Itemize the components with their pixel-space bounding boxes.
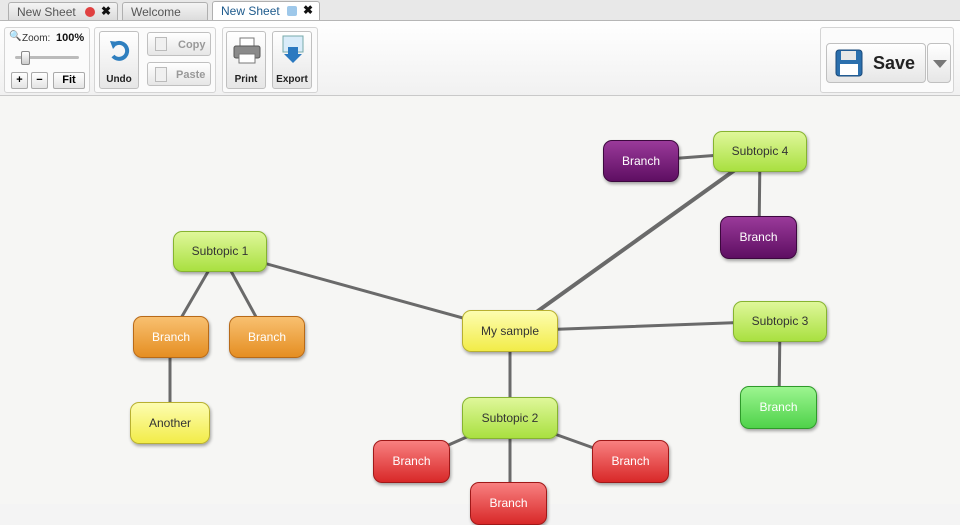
paste-button[interactable]: Paste [147, 62, 211, 86]
output-group: Print Export [222, 27, 318, 93]
tab-bar: New Sheet ✖ Welcome New Sheet ✖ [0, 0, 960, 21]
save-button[interactable]: Save [826, 43, 926, 83]
mindmap-canvas[interactable]: My sample Subtopic 1 Subtopic 2 Subtopic… [0, 96, 960, 525]
save-options-dropdown[interactable] [927, 43, 951, 83]
branch-node[interactable]: Branch [740, 386, 817, 429]
subtopic-node[interactable]: Subtopic 1 [173, 231, 267, 272]
node-label: Subtopic 3 [751, 314, 809, 328]
undo-button[interactable]: Undo [99, 31, 139, 89]
central-topic-node[interactable]: My sample [462, 310, 558, 352]
toolbar: 🔍 Zoom: 100% + − Fit Undo Copy Paste [0, 21, 960, 96]
branch-node[interactable]: Branch [373, 440, 450, 483]
undo-icon [110, 40, 130, 61]
edit-group: Undo Copy Paste [94, 27, 216, 93]
sheet-icon [287, 6, 297, 16]
printer-icon [233, 37, 261, 64]
node-label: Branch [392, 454, 431, 468]
tab-label: New Sheet [221, 4, 280, 18]
fit-button[interactable]: Fit [53, 72, 85, 89]
copy-label: Copy [178, 39, 206, 51]
node-label: Branch [611, 454, 650, 468]
floppy-disk-icon [835, 49, 863, 77]
branch-node[interactable]: Branch [720, 216, 797, 259]
node-label: Branch [759, 400, 798, 414]
tab-new-sheet-2[interactable]: New Sheet ✖ [212, 1, 320, 20]
tab-new-sheet-1[interactable]: New Sheet ✖ [8, 2, 118, 20]
export-icon [282, 35, 304, 63]
paste-icon [155, 67, 167, 82]
modified-icon [85, 7, 95, 17]
print-label: Print [234, 74, 258, 85]
export-label: Export [276, 74, 308, 85]
close-icon[interactable]: ✖ [101, 4, 112, 18]
zoom-in-button[interactable]: + [11, 72, 28, 89]
copy-icon [155, 37, 167, 51]
connector [218, 249, 512, 333]
node-label: Another [148, 416, 192, 430]
node-label: Subtopic 2 [481, 411, 539, 425]
node-label: Branch [151, 330, 191, 344]
tab-label: New Sheet [17, 5, 76, 19]
chevron-down-icon [933, 60, 947, 68]
node-label: Branch [621, 154, 661, 168]
close-icon[interactable]: ✖ [303, 3, 314, 17]
branch-node[interactable]: Another [130, 402, 210, 444]
zoom-slider-handle[interactable] [21, 51, 30, 65]
branch-node[interactable]: Branch [133, 316, 209, 358]
connector [508, 150, 762, 333]
undo-label: Undo [106, 74, 132, 85]
branch-node[interactable]: Branch [603, 140, 679, 182]
node-label: Subtopic 1 [191, 244, 249, 258]
node-label: My sample [480, 324, 539, 338]
magnifier-icon: 🔍 [9, 31, 22, 42]
copy-button[interactable]: Copy [147, 32, 211, 56]
zoom-out-button[interactable]: − [31, 72, 48, 89]
save-label: Save [873, 53, 916, 73]
branch-node[interactable]: Branch [229, 316, 305, 358]
export-button[interactable]: Export [272, 31, 312, 89]
print-button[interactable]: Print [226, 31, 266, 89]
node-label: Subtopic 4 [731, 144, 789, 158]
node-label: Branch [739, 230, 778, 244]
zoom-value: 100% [56, 32, 85, 44]
tab-welcome[interactable]: Welcome [122, 2, 208, 20]
subtopic-node[interactable]: Subtopic 3 [733, 301, 827, 342]
subtopic-node[interactable]: Subtopic 2 [462, 397, 558, 439]
branch-node[interactable]: Branch [592, 440, 669, 483]
tab-label: Welcome [131, 5, 181, 19]
paste-label: Paste [176, 69, 206, 81]
save-group: Save [820, 27, 954, 93]
zoom-slider[interactable] [15, 51, 79, 65]
subtopic-node[interactable]: Subtopic 4 [713, 131, 807, 172]
zoom-label: Zoom: [22, 33, 51, 44]
zoom-group: 🔍 Zoom: 100% + − Fit [4, 27, 90, 93]
node-label: Branch [247, 330, 287, 344]
